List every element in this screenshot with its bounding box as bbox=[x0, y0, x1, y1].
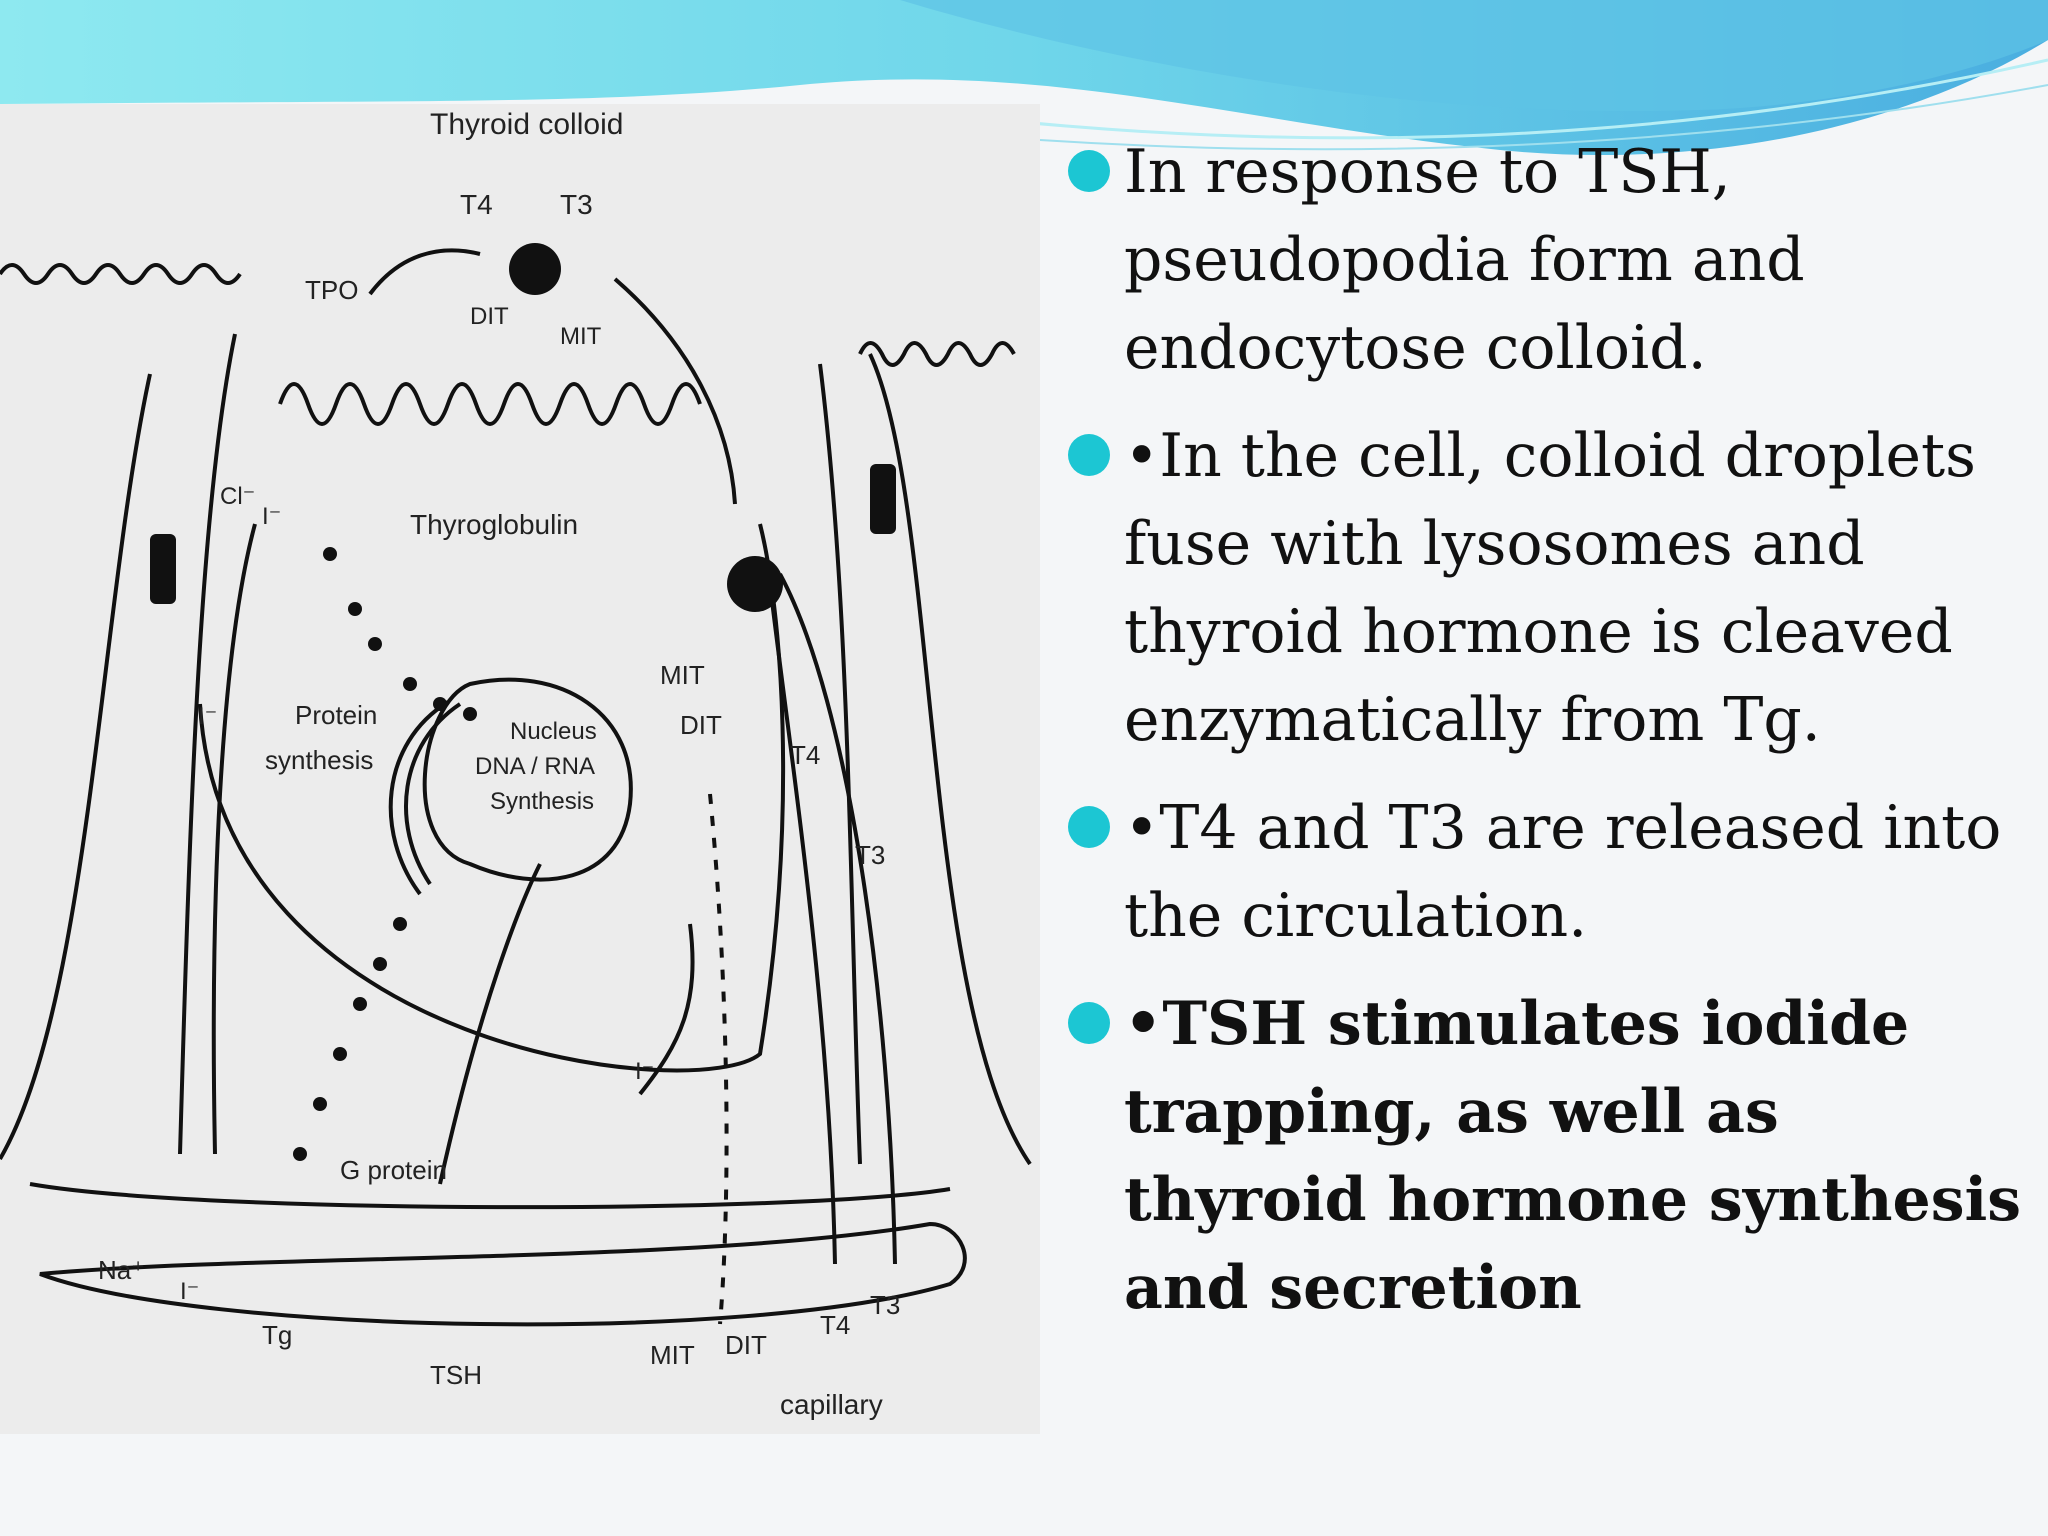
label-nucleus-3: Synthesis bbox=[490, 788, 594, 815]
label-i-bottom: I⁻ bbox=[180, 1278, 199, 1305]
label-i-apical: I⁻ bbox=[262, 503, 281, 530]
arrow-release-t3 bbox=[778, 573, 897, 1265]
label-capillary: capillary bbox=[780, 1389, 883, 1420]
label-dit-bottom: DIT bbox=[725, 1330, 767, 1360]
apical-membrane-right bbox=[858, 341, 1016, 367]
bullet-dot-icon bbox=[1068, 434, 1110, 476]
label-protein-synthesis-2: synthesis bbox=[265, 745, 373, 775]
label-tg: Tg bbox=[262, 1320, 292, 1350]
arrow-recycle-i bbox=[638, 923, 695, 1096]
colloid-droplet bbox=[509, 243, 561, 295]
label-nucleus-1: Nucleus bbox=[510, 718, 597, 745]
left-outer-wall bbox=[0, 373, 152, 1161]
top-wave-decoration bbox=[0, 0, 2048, 156]
label-cl-apical: Cl⁻ bbox=[220, 483, 255, 510]
apical-membrane-center bbox=[278, 382, 702, 426]
tight-junction-left bbox=[150, 534, 176, 604]
arrow-tpo bbox=[368, 248, 481, 296]
label-mit-top: MIT bbox=[560, 323, 602, 350]
label-i-mid: I⁻ bbox=[635, 1058, 654, 1085]
tight-junction-right bbox=[870, 464, 896, 534]
bullet-list: In response to TSH, pseudopodia form and… bbox=[1068, 128, 2028, 1352]
right-outer-wall bbox=[868, 353, 1032, 1166]
bullet-dot-icon bbox=[1068, 806, 1110, 848]
right-cell-wall bbox=[818, 363, 862, 1165]
arrow-iodide-up bbox=[211, 523, 257, 1155]
label-thyroglobulin: Thyroglobulin bbox=[410, 509, 578, 540]
label-mit-bottom: MIT bbox=[650, 1340, 695, 1370]
label-tsh: TSH bbox=[430, 1360, 482, 1390]
bullet-text: •T4 and T3 are released into the circula… bbox=[1124, 793, 2002, 951]
left-cell-wall bbox=[178, 333, 237, 1155]
lysosome-droplet bbox=[727, 556, 783, 612]
bullet-item: •In the cell, colloid droplets fuse with… bbox=[1068, 412, 2028, 764]
bullet-text: In response to TSH, pseudopodia form and… bbox=[1124, 137, 1805, 383]
label-t4-top: T4 bbox=[460, 189, 493, 220]
capillary-outline bbox=[39, 1221, 967, 1327]
bullet-item: •T4 and T3 are released into the circula… bbox=[1068, 784, 2028, 960]
label-protein-synthesis-1: Protein bbox=[295, 700, 377, 730]
nucleus-outline bbox=[422, 677, 633, 882]
apical-membrane bbox=[0, 263, 242, 285]
bullet-item: •TSH stimulates iodide trapping, as well… bbox=[1068, 980, 2028, 1332]
label-na: Na⁺ bbox=[98, 1255, 145, 1285]
arrow-release-t4 bbox=[768, 583, 837, 1265]
diagram-drawing: Thyroid colloid T4 T3 TPO DIT MIT Cl⁻ I⁻… bbox=[0, 108, 1032, 1420]
basal-membrane bbox=[29, 1182, 951, 1210]
bullet-text: •In the cell, colloid droplets fuse with… bbox=[1124, 421, 1976, 755]
bullet-text: •TSH stimulates iodide trapping, as well… bbox=[1124, 989, 2022, 1323]
label-t3-top: T3 bbox=[560, 189, 593, 220]
thyroglobulin-vesicles bbox=[293, 547, 477, 1161]
bullet-item: In response to TSH, pseudopodia form and… bbox=[1068, 128, 2028, 392]
er-loops bbox=[388, 700, 462, 896]
label-dit-mid: DIT bbox=[680, 710, 722, 740]
label-t4-mid: T4 bbox=[790, 740, 820, 770]
thyroid-cell-diagram: Thyroid colloid T4 T3 TPO DIT MIT Cl⁻ I⁻… bbox=[0, 104, 1040, 1434]
label-dit-top: DIT bbox=[470, 303, 509, 330]
label-g-protein: G protein bbox=[340, 1155, 447, 1185]
bullet-dot-icon bbox=[1068, 1002, 1110, 1044]
label-t3-mid: T3 bbox=[855, 840, 885, 870]
label-nucleus-2: DNA / RNA bbox=[475, 753, 595, 780]
label-i-left: I⁻ bbox=[198, 703, 217, 730]
label-thyroid-colloid: Thyroid colloid bbox=[430, 108, 623, 141]
label-tpo: TPO bbox=[305, 275, 358, 305]
label-mit-mid: MIT bbox=[660, 660, 705, 690]
bullet-dot-icon bbox=[1068, 150, 1110, 192]
label-t3-bottom: T3 bbox=[870, 1290, 900, 1320]
arrow-colloid-down bbox=[613, 277, 737, 505]
arrow-gprotein bbox=[438, 863, 542, 1185]
label-t4-bottom: T4 bbox=[820, 1310, 850, 1340]
